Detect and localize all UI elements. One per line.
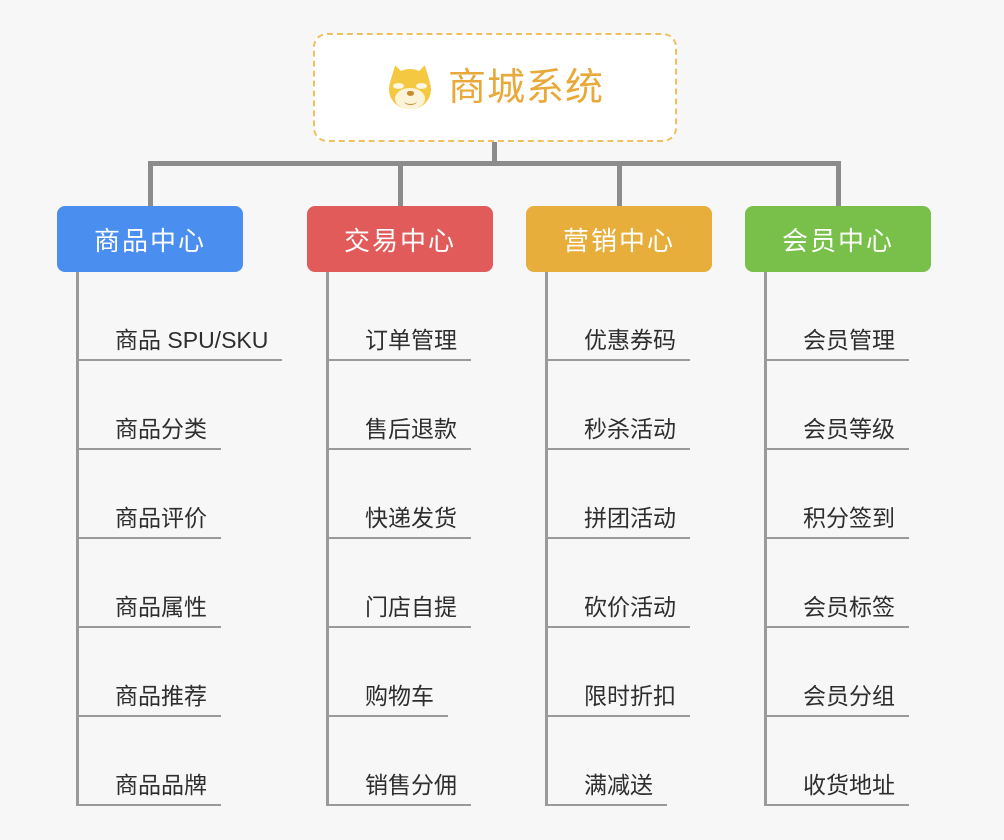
dog-face-icon bbox=[386, 62, 434, 112]
connector-drop-1 bbox=[148, 161, 153, 206]
leaf-item[interactable]: 订单管理 bbox=[329, 272, 541, 361]
leaf-item[interactable]: 收货地址 bbox=[767, 717, 979, 806]
branch-header[interactable]: 会员中心 bbox=[745, 206, 931, 272]
leaf-item-label: 商品推荐 bbox=[79, 682, 221, 717]
leaf-item[interactable]: 购物车 bbox=[329, 628, 541, 717]
leaf-item-label: 秒杀活动 bbox=[548, 415, 690, 450]
leaf-item[interactable]: 砍价活动 bbox=[548, 539, 760, 628]
leaf-item[interactable]: 拼团活动 bbox=[548, 450, 760, 539]
leaf-list: 商品 SPU/SKU 商品分类商品评价商品属性商品推荐商品品牌 bbox=[76, 272, 291, 806]
leaf-item[interactable]: 商品品牌 bbox=[79, 717, 291, 806]
branch-header-label: 商品中心 bbox=[93, 225, 206, 256]
leaf-item-label: 拼团活动 bbox=[548, 504, 690, 539]
leaf-item[interactable]: 商品分类 bbox=[79, 361, 291, 450]
connector-root-stem bbox=[492, 142, 497, 165]
leaf-item-label: 门店自提 bbox=[329, 593, 471, 628]
leaf-item[interactable]: 商品 SPU/SKU bbox=[79, 272, 291, 361]
leaf-item-label: 会员管理 bbox=[767, 326, 909, 361]
leaf-item-label: 优惠券码 bbox=[548, 326, 690, 361]
leaf-item-label: 商品评价 bbox=[79, 504, 221, 539]
leaf-item-label: 会员分组 bbox=[767, 682, 909, 717]
connector-horizontal-bar bbox=[148, 161, 836, 166]
connector-drop-3 bbox=[617, 161, 622, 206]
leaf-item[interactable]: 秒杀活动 bbox=[548, 361, 760, 450]
branch-header-label: 营销中心 bbox=[562, 225, 675, 256]
leaf-item-label: 积分签到 bbox=[767, 504, 909, 539]
leaf-item[interactable]: 满减送 bbox=[548, 717, 760, 806]
leaf-item-label: 砍价活动 bbox=[548, 593, 690, 628]
branch-column: 营销中心优惠券码秒杀活动拼团活动砍价活动限时折扣满减送 bbox=[526, 206, 760, 806]
leaf-list: 订单管理售后退款快递发货门店自提购物车销售分佣 bbox=[326, 272, 541, 806]
leaf-item-label: 订单管理 bbox=[329, 326, 471, 361]
leaf-item[interactable]: 会员分组 bbox=[767, 628, 979, 717]
leaf-item[interactable]: 限时折扣 bbox=[548, 628, 760, 717]
leaf-item-label: 商品品牌 bbox=[79, 771, 221, 806]
branch-header[interactable]: 交易中心 bbox=[307, 206, 493, 272]
leaf-item[interactable]: 优惠券码 bbox=[548, 272, 760, 361]
leaf-item-label: 商品 SPU/SKU bbox=[79, 326, 283, 361]
root-title: 商城系统 bbox=[447, 66, 604, 109]
leaf-item-label: 商品分类 bbox=[79, 415, 221, 450]
root-node[interactable]: 商城系统 bbox=[313, 33, 677, 142]
leaf-item-label: 满减送 bbox=[548, 771, 667, 806]
branch-header-label: 交易中心 bbox=[343, 225, 456, 256]
branch-column: 商品中心商品 SPU/SKU 商品分类商品评价商品属性商品推荐商品品牌 bbox=[57, 206, 291, 806]
leaf-item-label: 快递发货 bbox=[329, 504, 471, 539]
leaf-item-label: 限时折扣 bbox=[548, 682, 690, 717]
leaf-item[interactable]: 商品评价 bbox=[79, 450, 291, 539]
leaf-item-label: 收货地址 bbox=[767, 771, 909, 806]
leaf-item[interactable]: 快递发货 bbox=[329, 450, 541, 539]
leaf-item-label: 售后退款 bbox=[329, 415, 471, 450]
leaf-list: 会员管理会员等级积分签到会员标签会员分组收货地址 bbox=[764, 272, 979, 806]
leaf-item[interactable]: 会员标签 bbox=[767, 539, 979, 628]
leaf-item-label: 会员标签 bbox=[767, 593, 909, 628]
leaf-item[interactable]: 会员管理 bbox=[767, 272, 979, 361]
branch-header[interactable]: 营销中心 bbox=[526, 206, 712, 272]
leaf-item-label: 商品属性 bbox=[79, 593, 221, 628]
leaf-item[interactable]: 商品推荐 bbox=[79, 628, 291, 717]
leaf-list: 优惠券码秒杀活动拼团活动砍价活动限时折扣满减送 bbox=[545, 272, 760, 806]
branch-header[interactable]: 商品中心 bbox=[57, 206, 243, 272]
connector-drop-4 bbox=[836, 161, 841, 206]
leaf-item[interactable]: 售后退款 bbox=[329, 361, 541, 450]
branch-header-label: 会员中心 bbox=[781, 225, 894, 256]
leaf-item-label: 购物车 bbox=[329, 682, 448, 717]
leaf-item[interactable]: 门店自提 bbox=[329, 539, 541, 628]
leaf-item[interactable]: 会员等级 bbox=[767, 361, 979, 450]
leaf-item-label: 销售分佣 bbox=[329, 771, 471, 806]
branch-column: 会员中心会员管理会员等级积分签到会员标签会员分组收货地址 bbox=[745, 206, 979, 806]
branch-column: 交易中心订单管理售后退款快递发货门店自提购物车销售分佣 bbox=[307, 206, 541, 806]
leaf-item-label: 会员等级 bbox=[767, 415, 909, 450]
connector-drop-2 bbox=[398, 161, 403, 206]
leaf-item[interactable]: 积分签到 bbox=[767, 450, 979, 539]
leaf-item[interactable]: 销售分佣 bbox=[329, 717, 541, 806]
leaf-item[interactable]: 商品属性 bbox=[79, 539, 291, 628]
